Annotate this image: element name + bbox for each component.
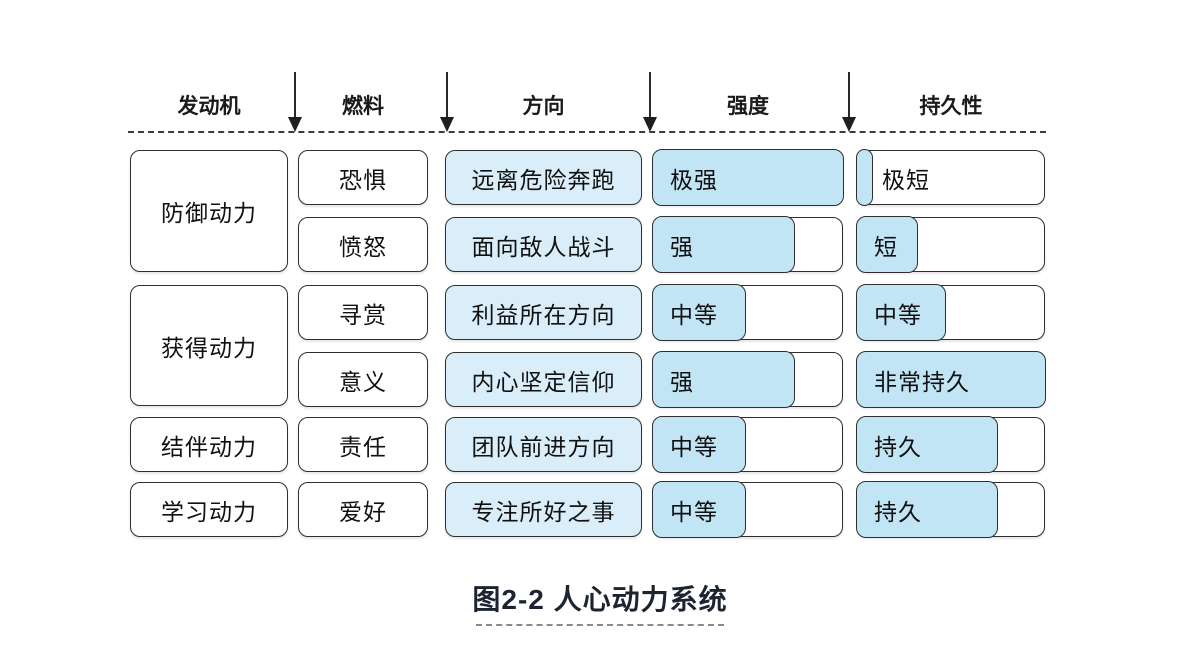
- durability-bar: 中等: [856, 284, 1045, 341]
- fuel-box: 爱好: [298, 482, 428, 537]
- direction-label: 面向敌人战斗: [471, 234, 616, 260]
- column-header-intensity: 强度: [727, 95, 769, 118]
- engine-box-gain: 获得动力: [130, 285, 288, 406]
- durability-bar-fill: [856, 351, 1046, 408]
- down-arrow-icon: [841, 72, 857, 134]
- intensity-bar: 中等: [652, 416, 843, 473]
- intensity-bar-fill: [652, 481, 747, 538]
- intensity-bar: 中等: [652, 481, 843, 538]
- intensity-bar: 极强: [652, 149, 844, 206]
- engine-label: 学习动力: [161, 499, 257, 525]
- direction-box: 内心坚定信仰: [445, 352, 642, 407]
- direction-box: 远离危险奔跑: [445, 150, 642, 205]
- intensity-bar-fill: [652, 351, 796, 408]
- column-header-durability: 持久性: [919, 95, 983, 118]
- intensity-label: 中等: [670, 434, 718, 460]
- durability-bar: 持久: [856, 416, 1045, 473]
- direction-box: 团队前进方向: [445, 417, 642, 472]
- direction-label: 专注所好之事: [471, 499, 616, 525]
- intensity-bar: 强: [652, 351, 843, 408]
- direction-label: 远离危险奔跑: [471, 167, 616, 193]
- intensity-label: 中等: [670, 302, 718, 328]
- engine-label: 防御动力: [161, 201, 257, 226]
- intensity-label: 强: [670, 369, 694, 395]
- intensity-label: 极强: [670, 167, 718, 193]
- down-arrow-icon: [287, 72, 303, 134]
- durability-bar-fill: [856, 481, 998, 538]
- fuel-label: 责任: [339, 434, 387, 460]
- fuel-label: 寻赏: [339, 302, 387, 328]
- intensity-bar-fill: [652, 416, 747, 473]
- durability-bar-fill: [856, 216, 918, 273]
- fuel-box: 意义: [298, 352, 428, 407]
- durability-bar-fill: [856, 416, 998, 473]
- direction-label: 利益所在方向: [471, 302, 616, 328]
- fuel-label: 爱好: [339, 499, 387, 525]
- durability-label: 持久: [874, 499, 922, 525]
- down-arrow-icon: [439, 72, 455, 134]
- fuel-label: 恐惧: [339, 167, 387, 193]
- column-header-engine: 发动机: [177, 95, 241, 118]
- intensity-label: 强: [670, 234, 694, 260]
- intensity-bar: 中等: [652, 284, 843, 341]
- engine-box-learning: 学习动力: [130, 482, 288, 537]
- durability-bar-fill: [856, 149, 874, 206]
- direction-box: 专注所好之事: [445, 482, 642, 537]
- direction-box: 面向敌人战斗: [445, 217, 642, 272]
- fuel-label: 愤怒: [339, 234, 387, 260]
- intensity-bar-fill: [652, 284, 747, 341]
- column-header-direction: 方向: [522, 95, 565, 118]
- engine-box-companion: 结伴动力: [130, 417, 288, 472]
- header-separator-dashed-line: [128, 131, 1046, 133]
- durability-label: 持久: [874, 434, 922, 460]
- durability-label: 中等: [874, 302, 922, 328]
- fuel-box: 恐惧: [298, 150, 428, 205]
- engine-label: 获得动力: [161, 335, 257, 361]
- durability-label: 短: [874, 234, 898, 260]
- intensity-bar-fill: [652, 149, 844, 206]
- figure-caption: 图2-2 人心动力系统: [0, 578, 1200, 626]
- fuel-label: 意义: [339, 369, 387, 395]
- down-arrow-icon: [642, 72, 658, 134]
- direction-box: 利益所在方向: [445, 285, 642, 340]
- intensity-label: 中等: [670, 499, 718, 525]
- figure-caption-text: 图2-2 人心动力系统: [472, 584, 728, 615]
- durability-label: 非常持久: [874, 369, 970, 395]
- durability-bar-fill: [856, 284, 946, 341]
- direction-label: 团队前进方向: [471, 434, 616, 460]
- engine-label: 结伴动力: [161, 434, 257, 460]
- durability-bar: 非常持久: [856, 351, 1046, 408]
- caption-dashed-underline: [476, 624, 724, 626]
- fuel-box: 责任: [298, 417, 428, 472]
- durability-label: 极短: [882, 167, 930, 193]
- durability-bar: 短: [856, 216, 1045, 273]
- direction-label: 内心坚定信仰: [471, 369, 616, 395]
- durability-bar: 极短: [856, 149, 1045, 206]
- fuel-box: 寻赏: [298, 285, 428, 340]
- intensity-bar-fill: [652, 216, 796, 273]
- fuel-box: 愤怒: [298, 217, 428, 272]
- durability-bar: 持久: [856, 481, 1045, 538]
- engine-box-defense: 防御动力: [130, 150, 288, 272]
- column-header-fuel: 燃料: [342, 95, 384, 118]
- intensity-bar: 强: [652, 216, 843, 273]
